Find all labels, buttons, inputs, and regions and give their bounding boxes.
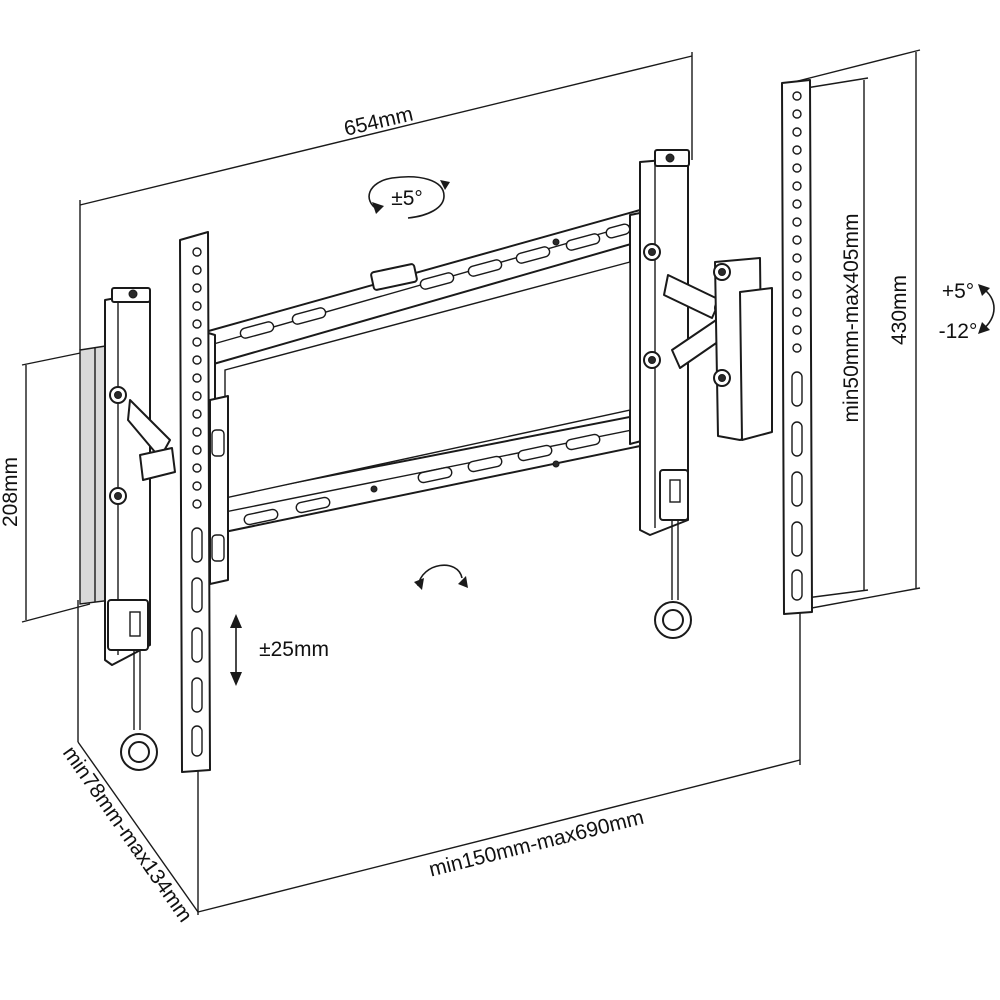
wall-plate — [204, 209, 646, 561]
rotation-arrow-icon — [414, 564, 468, 590]
left-tv-arm — [179, 231, 229, 773]
label-tilt-up: +5° — [942, 280, 974, 303]
left-tilt-assembly — [79, 287, 176, 771]
lower-rail-slots — [243, 433, 601, 526]
right-arm-holes — [791, 91, 803, 601]
label-vesa-vertical: min50mm-max405mm — [840, 214, 863, 423]
swivel-arrow-icon — [368, 176, 450, 219]
vertical-adjust-arrow-icon — [230, 614, 242, 686]
right-tv-arm — [781, 79, 813, 615]
label-swivel: ±5° — [391, 187, 423, 210]
label-width-total: 654mm — [342, 103, 415, 141]
label-tilt-down: -12° — [939, 320, 978, 343]
upper-rail-slots — [239, 223, 631, 339]
label-wall-distance: min78mm-max134mm — [58, 742, 197, 926]
label-vertical-adjust: ±25mm — [259, 638, 329, 661]
label-vesa-horizontal: min150mm-max690mm — [427, 806, 647, 882]
left-arm-holes — [191, 247, 203, 757]
label-plate-height: 208mm — [0, 457, 22, 527]
label-height-total: 430mm — [888, 275, 911, 345]
dimension-lines — [21, 49, 921, 915]
right-tilt-assembly — [639, 149, 773, 639]
tilt-arrow-icon — [978, 284, 995, 334]
